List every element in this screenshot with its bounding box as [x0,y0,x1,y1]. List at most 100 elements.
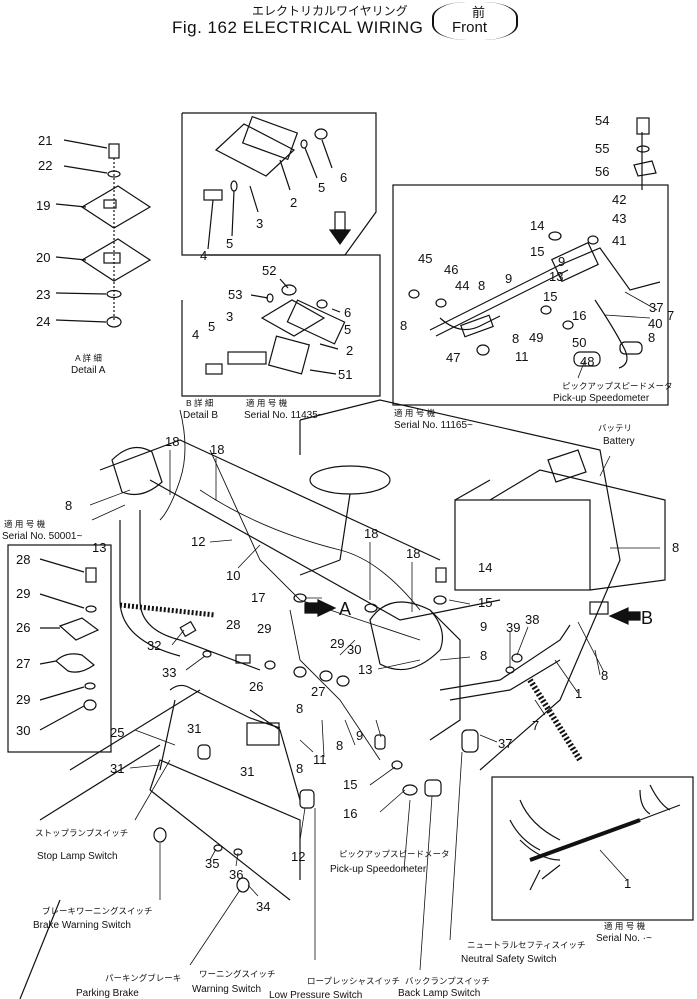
callout-m-8c: 8 [480,648,487,663]
callout-m-8b: 8 [672,540,679,555]
callout-p-37: 37 [649,300,663,315]
callout-m-12a: 12 [191,534,205,549]
callout-b2-5b: 5 [208,319,215,334]
callout-24: 24 [36,314,50,329]
callout-m-34: 34 [256,899,270,914]
callout-p-49: 49 [529,330,543,345]
callout-m-9b: 9 [356,728,363,743]
callout-p-56: 56 [595,164,609,179]
callout-b2-52: 52 [262,263,276,278]
brake-warning-switch-label: Brake Warning Switch [33,920,131,931]
parking-brake-label-jp: パーキングブレーキ [105,973,181,983]
serial-50001: Serial No. 50001~ [2,531,82,542]
arrow-a-label: A [339,599,351,619]
callout-p-16: 16 [572,308,586,323]
callout-m-16: 16 [343,806,357,821]
callout-23: 23 [36,287,50,302]
callout-s-27: 27 [16,656,30,671]
callout-p-7: 7 [667,308,674,323]
callout-m-30: 30 [347,642,361,657]
callout-p-50: 50 [572,335,586,350]
detail-a-label-jp: A 詳 細 [75,353,102,363]
callout-m-39: 39 [506,620,520,635]
callout-b-5a: 5 [318,180,325,195]
serial-11165: Serial No. 11165~ [394,420,473,431]
battery-label: Battery [603,436,635,447]
callout-s-28: 28 [16,552,30,567]
callout-p-11: 11 [515,349,529,364]
callout-p-14: 14 [530,218,544,233]
callout-b-3: 3 [256,216,263,231]
callout-p-8a: 8 [478,278,485,293]
callout-p-48: 48 [580,354,594,369]
neutral-safety-switch-label: Neutral Safety Switch [461,954,557,965]
callout-m-33: 33 [162,665,176,680]
serial-latest-label-jp: 適 用 号 機 [604,921,646,931]
callout-m-18d: 18 [406,546,420,561]
detail-arrow-down [328,211,352,246]
callout-m-25: 25 [110,725,124,740]
callout-m-15b: 15 [343,777,357,792]
callout-m-11: 11 [313,752,327,767]
back-lamp-switch-label: Back Lamp Switch [398,988,480,999]
pickup-speedometer-label: Pick-up Speedometer [553,393,650,404]
callout-m-8g: 8 [296,761,303,776]
front-indicator-bracket [432,2,518,40]
callout-m-13b: 13 [358,662,372,677]
callout-m-31b: 31 [110,761,124,776]
callout-p-13: 13 [549,269,563,284]
callout-b2-51: 51 [338,367,352,382]
callout-p-8d: 8 [648,330,655,345]
callout-m-28: 28 [226,617,240,632]
callout-m-9a: 9 [480,619,487,634]
warning-switch-label: Warning Switch [192,984,261,995]
callout-p-42: 42 [612,192,626,207]
callout-m-29b: 29 [330,636,344,651]
callout-m-7: 7 [532,718,539,733]
callout-b-6: 6 [340,170,347,185]
callout-b2-6: 6 [344,305,351,320]
callout-m-18c: 18 [364,526,378,541]
callout-p-54: 54 [595,113,609,128]
callout-b2-53: 53 [228,287,242,302]
callout-p-55: 55 [595,141,609,156]
callout-m-8a: 8 [65,498,72,513]
callout-h-1: 1 [624,876,631,891]
callout-b-4: 4 [200,248,207,263]
callout-s-29a: 29 [16,586,30,601]
callout-m-1: 1 [575,686,582,701]
callout-s-29b: 29 [16,692,30,707]
callout-p-8b: 8 [400,318,407,333]
callout-m-18b: 18 [210,442,224,457]
callout-p-41: 41 [612,233,626,248]
callout-m-31a: 31 [187,721,201,736]
main-drawing-parts [153,567,609,893]
low-pressure-switch-label-jp: ロープレッシャスイッチ [307,976,400,986]
callout-m-17: 17 [251,590,265,605]
low-pressure-switch-label: Low Pressure Switch [269,990,362,999]
callout-p-15a: 15 [530,244,544,259]
parking-brake-label: Parking Brake [76,988,139,999]
callout-p-43: 43 [612,211,626,226]
arrow-b-label: B [641,608,653,628]
callout-b2-5a: 5 [344,322,351,337]
neutral-safety-switch-label-jp: ニュートラルセフティスイッチ [467,940,586,950]
callout-b-5b: 5 [226,236,233,251]
callout-21: 21 [38,133,52,148]
detail-b-label: Detail B [183,410,218,421]
back-lamp-switch-label-jp: バックランプスイッチ [405,976,490,986]
pickup-speedometer-2-label-jp: ピックアップスピードメータ [339,849,450,859]
detail-b-label-jp: B 詳 細 [186,398,213,408]
callout-m-31c: 31 [240,764,254,779]
callout-m-27: 27 [311,684,325,699]
figure-title-jp: エレクトリカルワイヤリング [252,4,408,18]
callout-22: 22 [38,158,52,173]
callout-20: 20 [36,250,50,265]
serial-11435: Serial No. 11435~ [244,410,324,421]
callout-m-38: 38 [525,612,539,627]
serial-11435-label-jp: 適 用 号 機 [246,398,288,408]
callout-p-9: 9 [558,254,565,269]
callout-m-35: 35 [205,856,219,871]
pickup-speedometer-2-label: Pick-up Speedometer [330,864,427,875]
callout-b2-4: 4 [192,327,199,342]
